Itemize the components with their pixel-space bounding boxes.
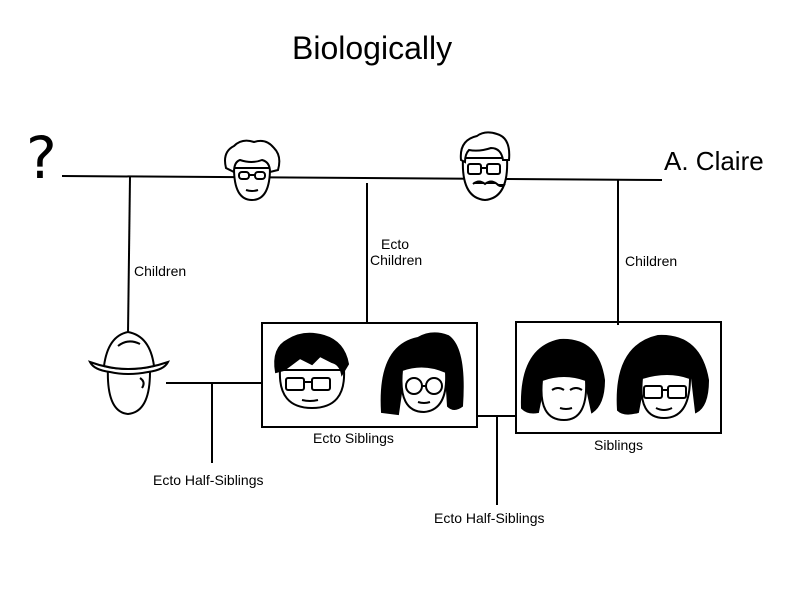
siblings-label: Siblings bbox=[594, 437, 644, 453]
fedora-man-face-icon bbox=[87, 330, 170, 416]
grandpa-face-left-icon bbox=[224, 139, 281, 202]
ecto-children-label-line1: Ecto bbox=[381, 236, 410, 252]
ecto-half-siblings-left-label: Ecto Half-Siblings bbox=[153, 472, 264, 488]
children-left-label: Children bbox=[134, 263, 187, 279]
unknown-parent-mark: ? bbox=[26, 124, 57, 192]
ecto-children-label-line2: Children bbox=[370, 252, 423, 268]
grandpa-face-right-icon bbox=[459, 131, 511, 202]
ecto-children-label: Ecto Children bbox=[370, 236, 422, 268]
siblings-box bbox=[515, 321, 722, 434]
jane-face-icon bbox=[380, 332, 464, 416]
diagram-title: Biologically bbox=[292, 30, 453, 66]
children-right-label: Children bbox=[625, 253, 678, 269]
a-claire-label: A. Claire bbox=[664, 146, 764, 176]
ecto-half-siblings-right-label: Ecto Half-Siblings bbox=[434, 510, 545, 526]
jake-face-icon bbox=[616, 334, 710, 420]
ecto-siblings-label: Ecto Siblings bbox=[313, 430, 394, 446]
john-face-icon bbox=[274, 332, 350, 410]
parents-line bbox=[61, 175, 663, 181]
ecto-siblings-box bbox=[261, 322, 478, 428]
jade-face-icon bbox=[520, 338, 606, 422]
left-children-line bbox=[127, 176, 131, 334]
